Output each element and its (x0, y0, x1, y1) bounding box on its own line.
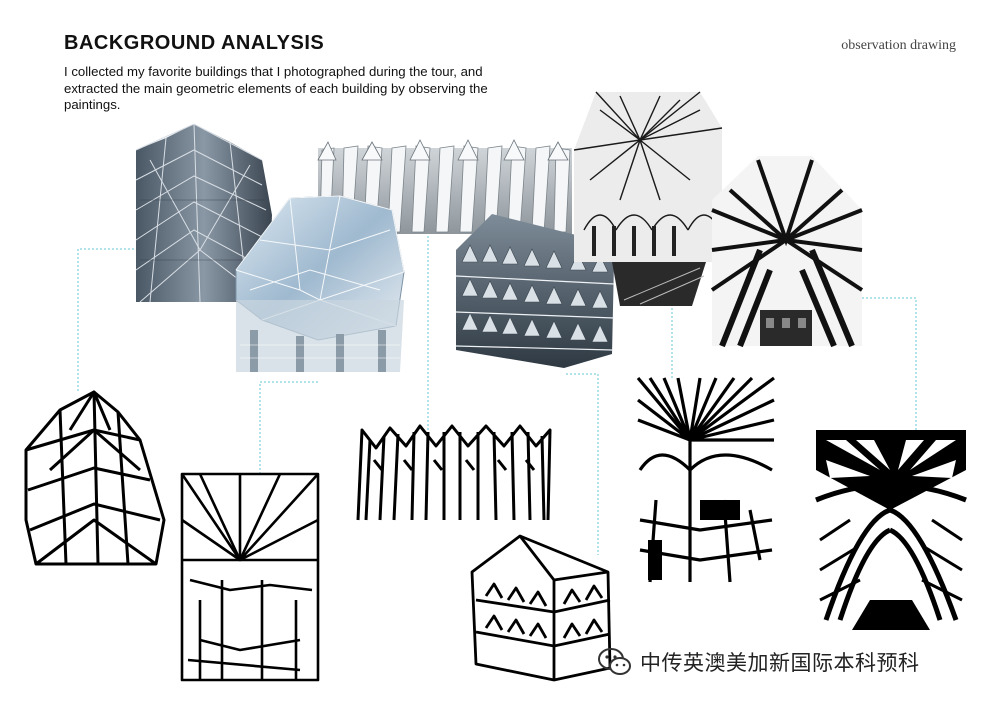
sketch-ribs (356, 424, 552, 521)
photo-glass-pavilion (235, 195, 405, 372)
section-label: observation drawing (841, 38, 956, 53)
sketch-dark-hall (815, 430, 967, 630)
watermark-text: 中传英澳美加新国际本科预科 (640, 651, 920, 675)
photo-station-canopy (573, 91, 723, 306)
sketch-canopy (636, 376, 775, 583)
wechat-icon (598, 648, 631, 675)
page-title: BACKGROUND ANALYSIS (64, 32, 325, 54)
sketch-cube (470, 534, 612, 682)
intro-text: I collected my favorite buildings that I… (64, 64, 488, 112)
photo-dark-hall (710, 156, 864, 348)
photo-tower (135, 123, 272, 303)
watermark: 中传英澳美加新国际本科预科 (598, 645, 920, 679)
sketch-tower (24, 390, 166, 566)
sketch-pavilion (180, 472, 320, 682)
connector-lines (77, 236, 917, 555)
